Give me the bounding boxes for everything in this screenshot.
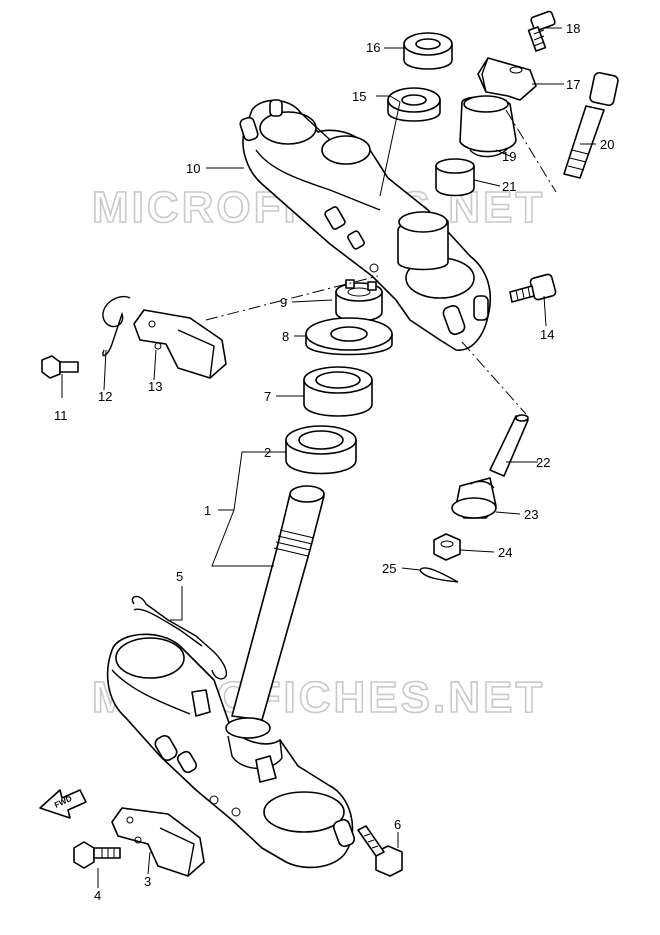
leader-lines — [61, 27, 596, 888]
dust-seal-washer[interactable] — [305, 317, 393, 356]
pinch-bolt-upper[interactable] — [509, 273, 557, 303]
pinch-bolt-lower[interactable] — [357, 825, 403, 877]
callout-8: 8 — [282, 329, 289, 344]
upper-bracket[interactable] — [239, 99, 492, 351]
callout-labels: 16 15 18 17 19 20 21 10 9 8 7 2 1 5 13 1… — [54, 21, 614, 903]
callout-9: 9 — [280, 295, 287, 310]
callout-21: 21 — [502, 179, 516, 194]
callout-2: 2 — [264, 445, 271, 460]
handlebar-clamp[interactable] — [477, 57, 537, 101]
callout-16: 16 — [366, 40, 380, 55]
alignment-line-guide — [205, 275, 379, 321]
callout-5: 5 — [176, 569, 183, 584]
clamp-bolt[interactable] — [527, 10, 556, 52]
callout-20: 20 — [600, 137, 614, 152]
callout-4: 4 — [94, 888, 101, 903]
callout-11: 11 — [54, 408, 68, 423]
stopper-nut[interactable] — [433, 533, 461, 561]
callout-14: 14 — [540, 327, 554, 342]
handlebar-holder[interactable] — [459, 95, 517, 158]
callout-18: 18 — [566, 21, 580, 36]
upper-bracket-boss — [397, 211, 449, 271]
callout-13: 13 — [148, 379, 162, 394]
guide-bolt-lower[interactable] — [73, 841, 121, 869]
lower-bearing[interactable] — [285, 425, 357, 475]
washer-15[interactable] — [387, 87, 441, 122]
upper-bearing[interactable] — [303, 366, 373, 417]
stopper-bush[interactable] — [451, 477, 497, 519]
alignment-line-bolt — [505, 109, 557, 193]
long-bolt[interactable] — [563, 71, 619, 179]
callout-17: 17 — [566, 77, 580, 92]
callout-7: 7 — [264, 389, 271, 404]
cotter-pin[interactable] — [419, 567, 459, 583]
callout-10: 10 — [186, 161, 200, 176]
callout-15: 15 — [352, 89, 366, 104]
callout-24: 24 — [498, 545, 512, 560]
cable-clip[interactable] — [102, 295, 131, 357]
guide-bolt[interactable] — [41, 355, 79, 379]
callout-1: 1 — [204, 503, 211, 518]
fwd-arrow-icon: FWD — [39, 789, 87, 819]
callout-6: 6 — [394, 817, 401, 832]
wire-guide[interactable] — [131, 595, 228, 680]
top-nut[interactable] — [403, 32, 453, 70]
callout-22: 22 — [536, 455, 550, 470]
lower-bracket[interactable] — [106, 633, 356, 869]
callout-19: 19 — [502, 149, 516, 164]
cable-guide-lower[interactable] — [111, 807, 205, 877]
stopper-pin[interactable] — [489, 414, 529, 477]
callout-25: 25 — [382, 561, 396, 576]
callout-12: 12 — [98, 389, 112, 404]
steering-nut[interactable] — [335, 279, 383, 322]
callout-23: 23 — [524, 507, 538, 522]
callout-3: 3 — [144, 874, 151, 889]
alignment-line-pin — [461, 341, 527, 415]
cable-guide-upper[interactable] — [133, 309, 227, 379]
holder-cushion[interactable] — [435, 158, 475, 197]
